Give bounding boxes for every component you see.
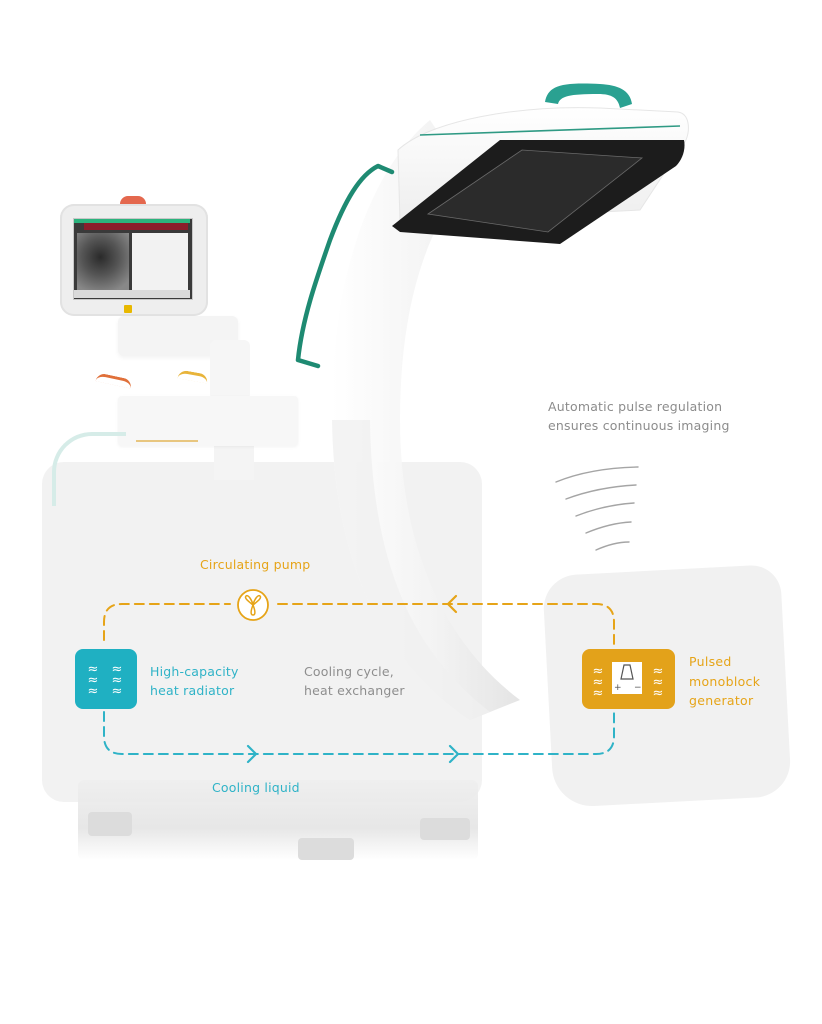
wave-icon: ≈≈≈ bbox=[652, 664, 664, 701]
generator-panel bbox=[612, 662, 642, 694]
pulse-caption-line2: ensures continuous imaging bbox=[548, 418, 730, 433]
pulse-regulation-caption: Automatic pulse regulation ensures conti… bbox=[548, 397, 730, 435]
wheel-right bbox=[420, 818, 470, 840]
pulse-caption-line1: Automatic pulse regulation bbox=[548, 399, 723, 414]
tube-icon bbox=[620, 664, 634, 680]
screen-control-panel bbox=[132, 233, 188, 293]
minus-icon: − bbox=[634, 683, 642, 693]
cooling-cycle-label: Cooling cycle, heat exchanger bbox=[304, 664, 405, 698]
signal-waves-icon bbox=[555, 466, 639, 551]
wheel-left bbox=[88, 812, 132, 836]
heat-radiator-label: High-capacity heat radiator bbox=[150, 664, 239, 698]
fan-icon bbox=[237, 589, 269, 621]
radiation-icon bbox=[124, 305, 132, 313]
wave-icon: ≈≈≈ bbox=[111, 662, 123, 699]
screen-header-bar bbox=[74, 219, 190, 223]
cable-hose bbox=[52, 432, 126, 506]
circulating-pump-label: Circulating pump bbox=[200, 557, 311, 572]
plus-icon: + bbox=[614, 683, 622, 693]
monitor-top-button bbox=[120, 196, 146, 206]
wave-icon: ≈≈≈ bbox=[87, 662, 99, 699]
screen-status-bar bbox=[84, 223, 188, 230]
cooling-liquid-label: Cooling liquid bbox=[212, 780, 300, 795]
scale-ruler bbox=[136, 440, 198, 442]
pulsed-generator-label: Pulsed monoblock generator bbox=[689, 654, 761, 708]
wheel-center bbox=[298, 838, 354, 860]
control-block bbox=[118, 396, 298, 446]
screen-xray-image bbox=[77, 233, 129, 293]
wave-icon: ≈≈≈ bbox=[592, 664, 604, 701]
heat-radiator-tile bbox=[75, 649, 137, 709]
base-bottom bbox=[78, 780, 478, 860]
monitor-arm-joint bbox=[210, 340, 250, 400]
screen-tab-bar bbox=[74, 290, 190, 298]
